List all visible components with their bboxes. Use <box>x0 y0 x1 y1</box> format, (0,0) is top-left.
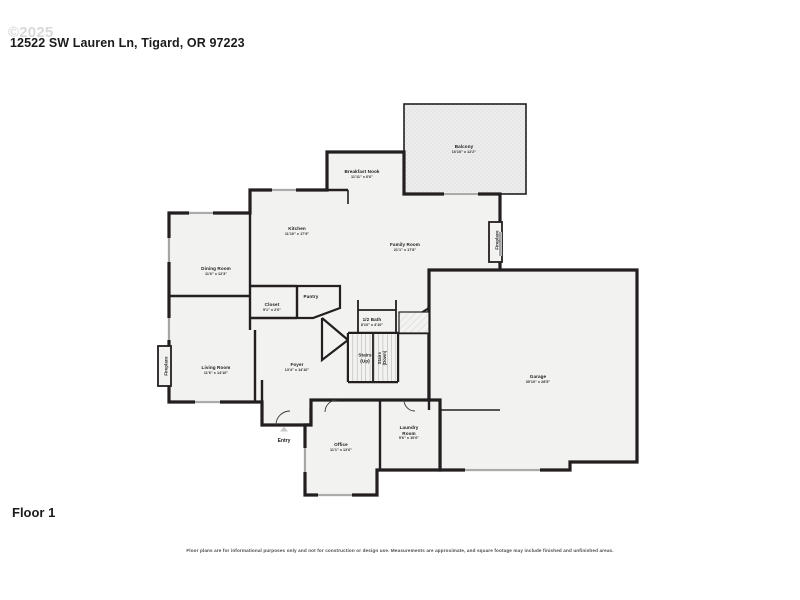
half-bath-fixtures <box>398 311 430 334</box>
entry-arrow-icon <box>280 426 288 432</box>
garage-outline <box>427 268 639 472</box>
balcony-area <box>403 103 527 195</box>
floor-level-label: Floor 1 <box>12 505 56 520</box>
property-address: 12522 SW Lauren Ln, Tigard, OR 97223 <box>10 36 245 50</box>
office-laundry-wing <box>303 398 442 497</box>
window-frames <box>168 189 540 496</box>
entry-label: Entry <box>277 438 291 444</box>
stairs-down-treads <box>374 334 397 381</box>
fireplace-living-box <box>157 345 172 387</box>
door-swings <box>275 399 416 426</box>
copyright-watermark: ©2025 <box>8 24 54 41</box>
disclaimer-text: Floor plans are for informational purpos… <box>186 548 614 553</box>
stairs-up-treads <box>349 334 372 381</box>
